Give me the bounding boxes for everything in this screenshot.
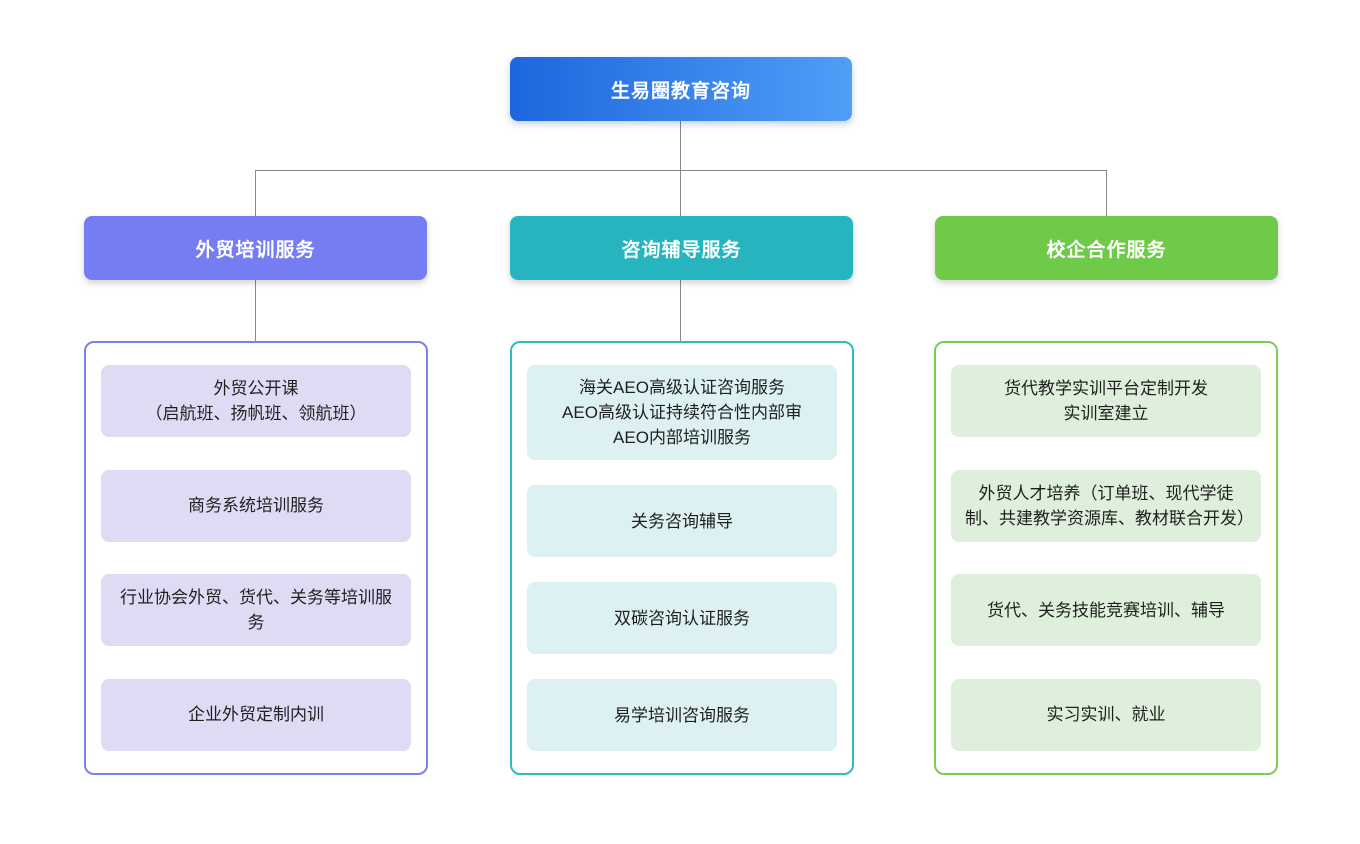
connector-branch2-to-group [680,280,681,341]
branch-header-label: 校企合作服务 [1046,239,1167,261]
group-consulting-coaching: 海关AEO高级认证咨询服务 AEO高级认证持续符合性内部审 AEO内部培训服务 … [510,341,854,775]
branch-header-label: 咨询辅导服务 [621,239,742,261]
leaf-node: 货代教学实训平台定制开发 实训室建立 [951,365,1261,437]
connector-root-down [680,121,681,170]
leaf-node: 外贸公开课 （启航班、扬帆班、领航班） [101,365,411,437]
leaf-node: 货代、关务技能竞赛培训、辅导 [951,574,1261,647]
leaf-node: 行业协会外贸、货代、关务等培训服务 [101,574,411,647]
leaf-node: 商务系统培训服务 [101,469,411,542]
branch-header-foreign-trade-training: 外贸培训服务 [84,216,427,280]
group-school-enterprise: 货代教学实训平台定制开发 实训室建立 外贸人才培养（订单班、现代学徒制、共建教学… [934,341,1278,775]
connector-branch1-drop [255,170,256,216]
leaf-node: 海关AEO高级认证咨询服务 AEO高级认证持续符合性内部审 AEO内部培训服务 [527,365,837,460]
leaf-node: 实习实训、就业 [951,678,1261,751]
root-node: 生易圈教育咨询 [510,57,852,121]
leaf-node: 关务咨询辅导 [527,485,837,557]
leaf-node: 企业外贸定制内训 [101,678,411,751]
branch-header-label: 外贸培训服务 [195,239,316,261]
branch-header-school-enterprise: 校企合作服务 [935,216,1278,280]
connector-branch1-to-group [255,280,256,341]
leaf-node: 双碳咨询认证服务 [527,582,837,654]
branch-header-consulting-coaching: 咨询辅导服务 [510,216,853,280]
leaf-node: 易学培训咨询服务 [527,679,837,751]
root-node-label: 生易圈教育咨询 [610,80,751,102]
group-foreign-trade-training: 外贸公开课 （启航班、扬帆班、领航班） 商务系统培训服务 行业协会外贸、货代、关… [84,341,428,775]
leaf-node: 外贸人才培养（订单班、现代学徒制、共建教学资源库、教材联合开发） [951,469,1261,542]
connector-branch2-drop [680,170,681,216]
connector-branch3-drop [1106,170,1107,216]
